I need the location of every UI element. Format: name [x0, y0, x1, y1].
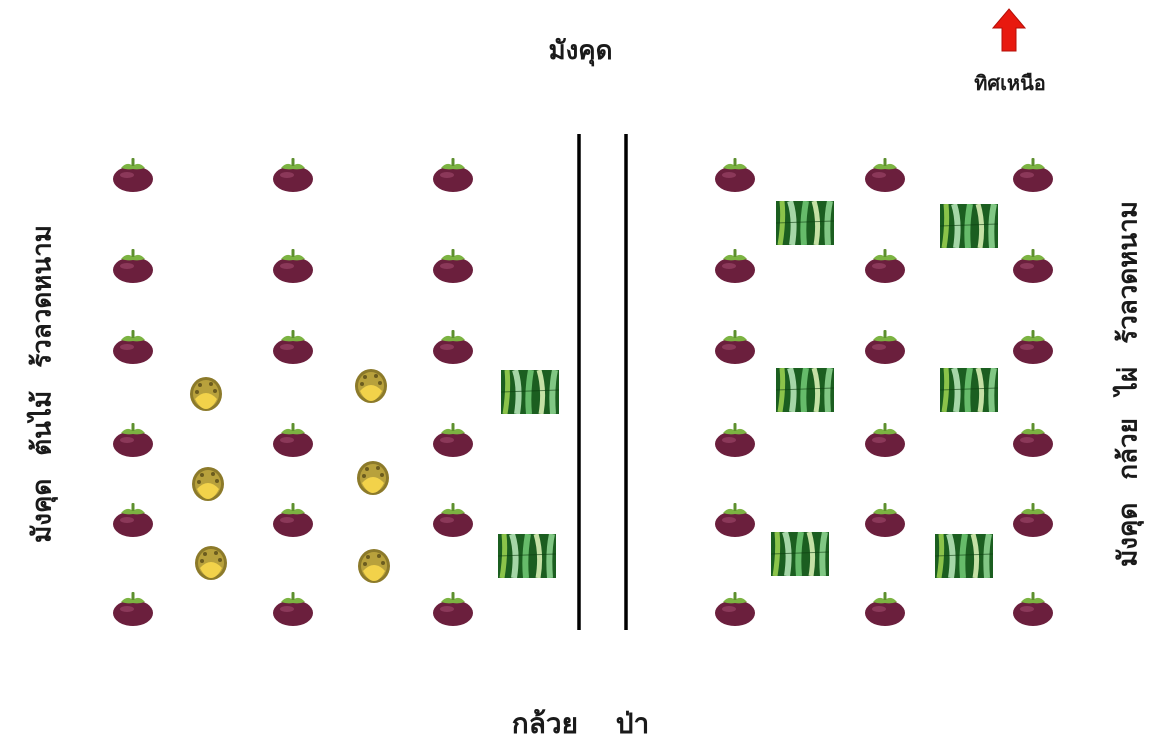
mangosteen-icon	[713, 327, 757, 369]
mangosteen-icon	[713, 155, 757, 197]
bamboo-icon	[497, 533, 557, 582]
bottom-boundary-label: กล้วย ป่า	[511, 707, 650, 740]
durian-icon	[354, 545, 394, 591]
title-label: มังคุด	[548, 36, 613, 66]
mangosteen-icon	[863, 327, 907, 369]
mangosteen-icon	[271, 155, 315, 197]
mangosteen-icon	[431, 420, 475, 462]
mangosteen-icon	[1011, 420, 1055, 462]
mangosteen-icon	[271, 500, 315, 542]
mangosteen-icon	[271, 246, 315, 288]
mangosteen-icon	[431, 500, 475, 542]
mangosteen-icon	[1011, 246, 1055, 288]
mangosteen-icon	[713, 420, 757, 462]
mangosteen-icon	[271, 589, 315, 631]
mangosteen-icon	[1011, 155, 1055, 197]
mangosteen-icon	[713, 589, 757, 631]
mangosteen-icon	[431, 155, 475, 197]
durian-icon	[186, 373, 226, 419]
north-arrow-icon	[992, 8, 1026, 52]
mangosteen-icon	[111, 246, 155, 288]
bamboo-icon	[939, 367, 999, 416]
mangosteen-icon	[111, 500, 155, 542]
mangosteen-icon	[271, 327, 315, 369]
mangosteen-icon	[431, 589, 475, 631]
bamboo-icon	[934, 533, 994, 582]
mangosteen-icon	[713, 246, 757, 288]
mangosteen-icon	[863, 589, 907, 631]
mangosteen-icon	[111, 327, 155, 369]
mangosteen-icon	[111, 420, 155, 462]
bamboo-icon	[939, 203, 999, 252]
mangosteen-icon	[271, 420, 315, 462]
mangosteen-icon	[1011, 500, 1055, 542]
mangosteen-icon	[863, 500, 907, 542]
durian-icon	[188, 463, 228, 509]
bamboo-icon	[770, 531, 830, 580]
durian-icon	[353, 457, 393, 503]
mangosteen-icon	[431, 246, 475, 288]
mangosteen-icon	[111, 155, 155, 197]
durian-icon	[191, 542, 231, 588]
mangosteen-icon	[863, 420, 907, 462]
mangosteen-icon	[431, 327, 475, 369]
mangosteen-icon	[1011, 327, 1055, 369]
mangosteen-icon	[863, 246, 907, 288]
bamboo-icon	[500, 369, 560, 418]
mangosteen-icon	[863, 155, 907, 197]
mangosteen-icon	[1011, 589, 1055, 631]
mangosteen-icon	[713, 500, 757, 542]
durian-icon	[351, 365, 391, 411]
compass-label: ทิศเหนือ	[974, 71, 1046, 95]
bamboo-icon	[775, 367, 835, 416]
bamboo-icon	[775, 200, 835, 249]
mangosteen-icon	[111, 589, 155, 631]
